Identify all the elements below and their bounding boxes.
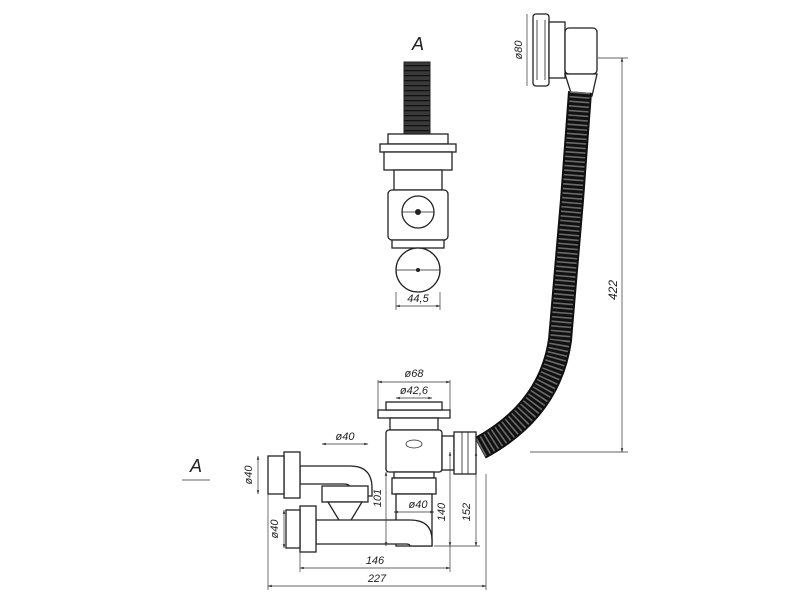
brand-logo xyxy=(405,439,423,449)
hose-connector-nut-1 xyxy=(441,435,455,471)
overflow-outlet xyxy=(564,73,598,97)
dim-d68-label: ø68 xyxy=(405,368,425,380)
drain-nut xyxy=(389,417,439,431)
trap-lower-bend xyxy=(315,519,433,547)
detail-flange-ring xyxy=(379,143,457,153)
drain-outlet-nut xyxy=(391,477,437,495)
detail-disc-center xyxy=(415,209,421,215)
drain-flange xyxy=(377,409,451,419)
dim-101: 101 xyxy=(372,471,388,547)
overflow-flange xyxy=(548,21,566,79)
dim-d42-6-label: ø42,6 xyxy=(400,385,429,397)
hose-connector-nut-2 xyxy=(453,431,477,475)
trap-inlet-nut xyxy=(283,451,301,499)
detail-corrugated-tube xyxy=(403,61,431,135)
dim-152-label: 152 xyxy=(461,503,473,521)
overflow-body xyxy=(564,27,598,75)
dim-d40-left-upper-label: ø40 xyxy=(243,465,255,485)
overflow-head: ø80 xyxy=(513,13,598,97)
dim-d40-left-upper: ø40 xyxy=(243,455,260,495)
dim-d80-label: ø80 xyxy=(513,40,525,60)
dim-146-label: 146 xyxy=(366,555,385,567)
dim-d40-right-label: ø40 xyxy=(409,499,429,511)
dim-422: 422 xyxy=(530,57,628,453)
dim-140-label: 140 xyxy=(436,502,448,521)
detail-body-neck xyxy=(393,169,443,191)
detail-view-label: A xyxy=(411,34,424,54)
dim-d40-right: ø40 xyxy=(393,499,435,514)
dim-422-label: 422 xyxy=(606,280,620,300)
trap-lower-nut xyxy=(299,505,317,553)
dim-140: 140 xyxy=(434,451,456,547)
hose-ribs xyxy=(475,91,590,457)
dim-d40-left-lower: ø40 xyxy=(269,509,286,549)
dim-227-label: 227 xyxy=(367,573,387,585)
detail-cap-ring xyxy=(391,239,445,249)
overflow-cover xyxy=(532,13,550,87)
detail-flange xyxy=(387,133,449,145)
dim-d40-top: ø40 xyxy=(321,431,369,446)
dim-146: 146 xyxy=(299,546,451,572)
detail-view-a: 44,5 A xyxy=(379,34,457,310)
dim-d40-left-lower-label: ø40 xyxy=(269,519,281,539)
corrugated-hose xyxy=(474,91,592,459)
view-arrow-label: A xyxy=(189,456,202,476)
trap-inlet-socket xyxy=(267,455,285,495)
dim-101-label: 101 xyxy=(372,489,384,507)
view-arrow-a: A xyxy=(182,456,210,481)
drain-plug-top xyxy=(385,401,443,411)
trap-cap-nut xyxy=(321,485,369,503)
dim-d40-top-label: ø40 xyxy=(336,431,356,443)
trap-cone xyxy=(326,501,364,532)
drain-assembly xyxy=(267,401,477,553)
dim-top-diameters: ø68 ø42,6 xyxy=(377,368,451,410)
dim-227: 227 xyxy=(267,474,487,590)
dim-44-5-label: 44,5 xyxy=(407,293,429,305)
detail-nut xyxy=(383,151,453,171)
dim-152: 152 xyxy=(456,451,480,547)
trap-lower-socket xyxy=(285,509,301,549)
drain-outlet-ring xyxy=(393,471,435,479)
drain-body xyxy=(385,429,443,473)
